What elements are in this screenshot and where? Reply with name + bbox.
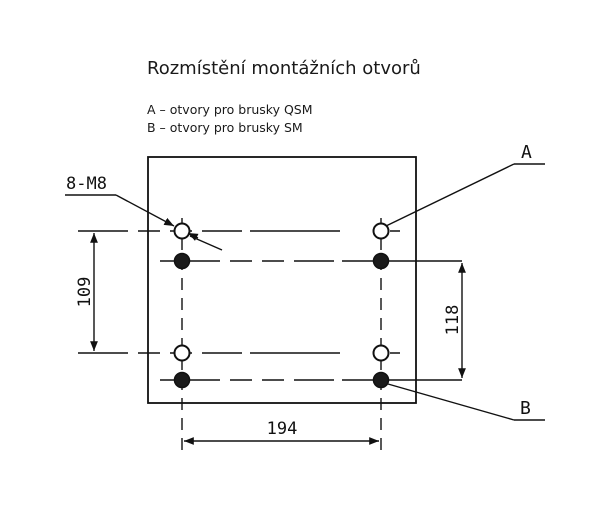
legend: A – otvory pro brusky QSM B – otvory pro…: [147, 101, 313, 137]
callout-b-label: B: [520, 398, 531, 419]
legend-item-b: B – otvory pro brusky SM: [147, 120, 303, 135]
hole-sm: [173, 371, 191, 389]
dimension-bottom-label: 194: [267, 419, 298, 439]
hole-qsm: [372, 222, 390, 240]
thread-leader: [65, 194, 223, 251]
diagram-title: Rozmístění montážních otvorů: [147, 58, 421, 79]
callout-a-label: A: [521, 142, 532, 163]
hole-qsm: [372, 344, 390, 362]
legend-item-a: A – otvory pro brusky QSM: [147, 102, 313, 117]
hole-sm: [173, 252, 191, 270]
mounting-plate: [147, 156, 417, 404]
thread-label: 8-M8: [66, 174, 107, 194]
hole-sm: [372, 371, 390, 389]
dimension-right-label: 118: [443, 305, 463, 336]
callout-a-leader: [385, 163, 545, 227]
hole-qsm: [173, 222, 191, 240]
hole-centerlines: [78, 218, 485, 450]
callout-b-leader: [387, 383, 545, 421]
hole-sm: [372, 252, 390, 270]
hole-qsm: [173, 344, 191, 362]
dimension-left-label: 109: [75, 277, 95, 308]
